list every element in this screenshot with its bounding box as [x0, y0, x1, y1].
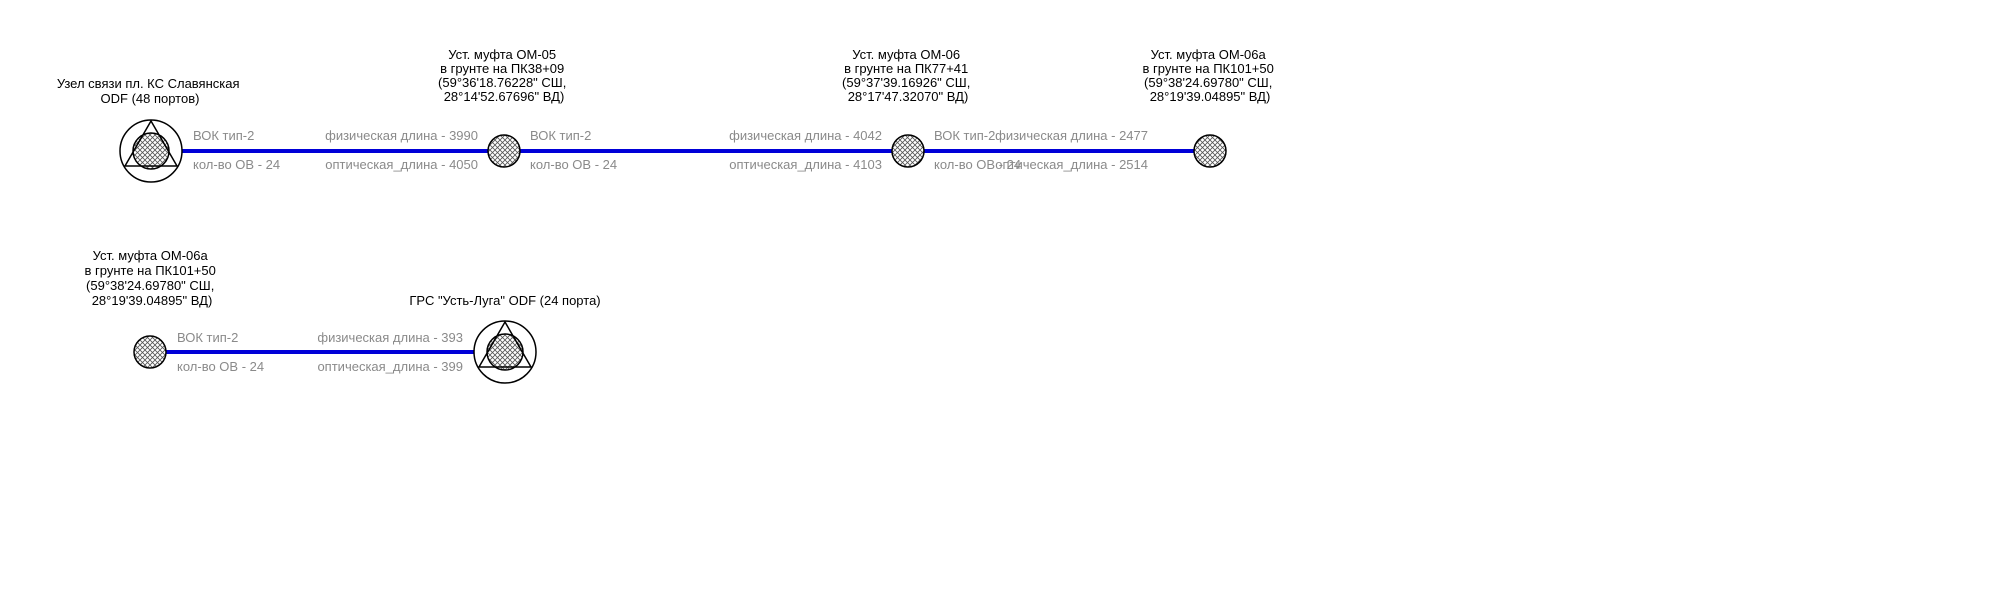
cable-type-label: ВОК тип-2 [177, 330, 238, 345]
node-label: Уст. муфта ОМ-05 в грунте на ПК38+09 (59… [438, 47, 570, 104]
route-diagram-1: Узел связи пл. КС Славянская ODF (48 пор… [57, 47, 1278, 183]
node-label-line: Уст. муфта ОМ-06а [1151, 47, 1267, 62]
fiber-count-label: кол-во ОВ - 24 [193, 157, 280, 172]
cable-type-label: ВОК тип-2 [934, 128, 995, 143]
route-diagram-2: Уст. муфта ОМ-06а в грунте на ПК101+50 (… [85, 248, 601, 384]
optical-length-label: оптическая_длина - 2514 [995, 157, 1148, 172]
node-label: ГРС "Усть-Луга" ODF (24 порта) [409, 293, 600, 308]
node-station-icon[interactable] [119, 119, 183, 183]
node-label: Узел связи пл. КС Славянская ODF (48 пор… [57, 76, 243, 106]
physical-length-label: физическая длина - 393 [317, 330, 463, 345]
splice-closure-icon[interactable] [891, 134, 925, 168]
node-label-line: ODF (48 портов) [101, 91, 200, 106]
node-label-line: 28°17'47.32070" ВД) [848, 89, 969, 104]
fiber-count-label: кол-во ОВ - 24 [934, 157, 1021, 172]
node-label-line: 28°19'39.04895" ВД) [92, 293, 213, 308]
node-station-icon[interactable] [473, 320, 537, 384]
node-label-line: (59°36'18.76228" СШ, [438, 75, 566, 90]
node-label-line: ГРС "Усть-Луга" ODF (24 порта) [409, 293, 600, 308]
optical-length-label: оптическая_длина - 399 [317, 359, 463, 374]
node-label: Уст. муфта ОМ-06а в грунте на ПК101+50 (… [1143, 47, 1278, 104]
physical-length-label: физическая длина - 2477 [995, 128, 1148, 143]
optical-length-label: оптическая_длина - 4103 [729, 157, 882, 172]
fiber-count-label: кол-во ОВ - 24 [177, 359, 264, 374]
splice-closure-icon[interactable] [133, 335, 167, 369]
node-label-line: (59°37'39.16926" СШ, [842, 75, 970, 90]
node-label: Уст. муфта ОМ-06а в грунте на ПК101+50 (… [85, 248, 220, 308]
splice-closure-icon[interactable] [1193, 134, 1227, 168]
node-label-line: (59°38'24.69780" СШ, [86, 278, 214, 293]
node-label-line: Уст. муфта ОМ-05 [448, 47, 556, 62]
node-label-line: Уст. муфта ОМ-06 [852, 47, 960, 62]
node-label-line: в грунте на ПК38+09 [440, 61, 564, 76]
fiber-count-label: кол-во ОВ - 24 [530, 157, 617, 172]
node-label: Уст. муфта ОМ-06 в грунте на ПК77+41 (59… [842, 47, 974, 104]
node-label-line: 28°14'52.67696" ВД) [444, 89, 565, 104]
cable-type-label: ВОК тип-2 [530, 128, 591, 143]
cable-type-label: ВОК тип-2 [193, 128, 254, 143]
node-label-line: Уст. муфта ОМ-06а [93, 248, 209, 263]
physical-length-label: физическая длина - 3990 [325, 128, 478, 143]
node-label-line: (59°38'24.69780" СШ, [1144, 75, 1272, 90]
node-label-line: в грунте на ПК101+50 [85, 263, 216, 278]
optical-length-label: оптическая_длина - 4050 [325, 157, 478, 172]
node-label-line: 28°19'39.04895" ВД) [1150, 89, 1271, 104]
physical-length-label: физическая длина - 4042 [729, 128, 882, 143]
node-label-line: в грунте на ПК77+41 [844, 61, 968, 76]
node-label-line: в грунте на ПК101+50 [1143, 61, 1274, 76]
node-label-line: Узел связи пл. КС Славянская [57, 76, 240, 91]
splice-closure-icon[interactable] [487, 134, 521, 168]
